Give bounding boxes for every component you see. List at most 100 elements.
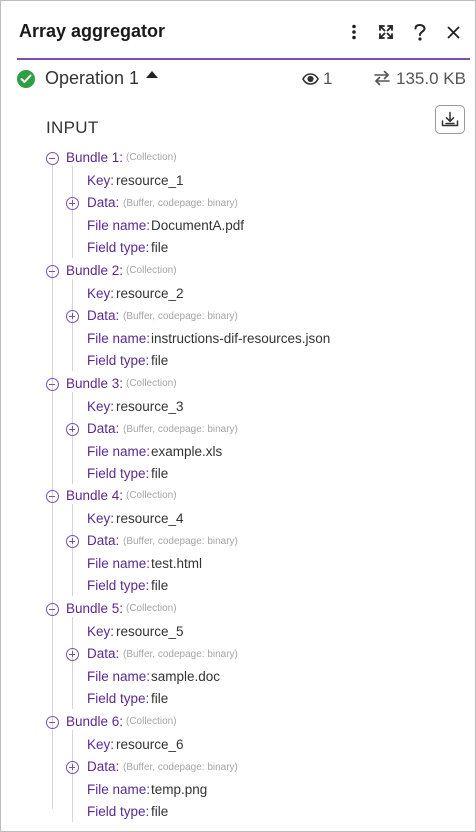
file-name-label: File name: — [87, 782, 151, 797]
bundle-type: (Collection) — [126, 152, 177, 163]
file-name-value: example.xls — [151, 444, 223, 459]
bundle-5: Bundle 5: (Collection) Key: resource_5 D… — [1, 601, 476, 716]
data-label[interactable]: Data: — [87, 533, 120, 548]
field-type-label: Field type: — [87, 804, 150, 819]
download-button[interactable] — [435, 105, 465, 134]
input-section-title: INPUT — [46, 118, 99, 137]
panel-header: Array aggregator — [2, 2, 476, 60]
field-type-label: Field type: — [87, 353, 150, 368]
data-label[interactable]: Data: — [87, 308, 120, 323]
key-label: Key: — [87, 737, 115, 752]
field-type-value: file — [151, 578, 169, 593]
bundle-label[interactable]: Bundle 6: — [66, 714, 124, 729]
field-type-value: file — [151, 691, 169, 706]
bundle-label[interactable]: Bundle 5: — [66, 601, 124, 616]
data-type: (Buffer, codepage: binary) — [123, 311, 238, 322]
field-type-value: file — [151, 804, 169, 819]
download-icon — [441, 111, 459, 127]
data-type: (Buffer, codepage: binary) — [123, 198, 238, 209]
data-label[interactable]: Data: — [87, 759, 120, 774]
collapse-minus-icon[interactable] — [46, 152, 59, 165]
field-type-label: Field type: — [87, 578, 150, 593]
file-name-value: DocumentA.pdf — [151, 218, 245, 233]
eye-icon — [302, 72, 319, 90]
bundle-type: (Collection) — [126, 603, 177, 614]
panel-title: Array aggregator — [19, 21, 166, 41]
bundle-guide-line — [72, 392, 73, 484]
file-name-value: temp.png — [151, 782, 208, 797]
file-name-label: File name: — [87, 444, 151, 459]
data-type: (Buffer, codepage: binary) — [123, 649, 238, 660]
collapse-minus-icon[interactable] — [46, 490, 59, 503]
tree-guide-line — [52, 164, 53, 809]
key-label: Key: — [87, 399, 115, 414]
transfer-arrows-icon — [373, 70, 391, 91]
collapse-minus-icon[interactable] — [46, 378, 59, 391]
collapse-minus-icon[interactable] — [46, 716, 59, 729]
operation-count: 1 — [323, 69, 333, 88]
field-type-label: Field type: — [87, 240, 150, 255]
field-type-value: file — [151, 240, 169, 255]
field-type-label: Field type: — [87, 466, 150, 481]
bundle-label[interactable]: Bundle 3: — [66, 376, 124, 391]
expand-icon[interactable] — [374, 19, 398, 45]
close-icon[interactable] — [441, 19, 465, 45]
key-value: resource_2 — [116, 286, 184, 301]
header-divider — [17, 58, 470, 60]
key-value: resource_3 — [116, 399, 184, 414]
file-name-value: test.html — [151, 556, 203, 571]
key-label: Key: — [87, 173, 115, 188]
success-check-icon — [17, 70, 35, 88]
operation-row[interactable]: Operation 1 1 135.0 KB — [2, 61, 476, 97]
bundle-guide-line — [72, 730, 73, 822]
key-value: resource_4 — [116, 511, 184, 526]
field-type-value: file — [151, 466, 169, 481]
bundle-1: Bundle 1: (Collection) Key: resource_1 D… — [1, 150, 476, 265]
bundle-label[interactable]: Bundle 2: — [66, 263, 124, 278]
operation-label[interactable]: Operation 1 — [45, 68, 140, 88]
expand-plus-icon[interactable] — [66, 761, 79, 774]
key-value: resource_6 — [116, 737, 184, 752]
bundle-guide-line — [72, 617, 73, 709]
file-name-label: File name: — [87, 331, 151, 346]
bundle-type: (Collection) — [126, 265, 177, 276]
bundle-4: Bundle 4: (Collection) Key: resource_4 D… — [1, 488, 476, 603]
bundle-label[interactable]: Bundle 4: — [66, 488, 124, 503]
bundle-guide-line — [72, 504, 73, 596]
field-type-value: file — [151, 353, 169, 368]
bundle-type: (Collection) — [126, 378, 177, 389]
file-name-value: sample.doc — [151, 669, 221, 684]
expand-plus-icon[interactable] — [66, 648, 79, 661]
data-label[interactable]: Data: — [87, 195, 120, 210]
key-label: Key: — [87, 286, 115, 301]
caret-up-icon[interactable] — [146, 71, 158, 78]
key-label: Key: — [87, 511, 115, 526]
file-name-label: File name: — [87, 218, 151, 233]
key-value: resource_1 — [116, 173, 184, 188]
bundle-type: (Collection) — [126, 490, 177, 501]
help-icon[interactable] — [408, 19, 432, 45]
data-label[interactable]: Data: — [87, 421, 120, 436]
data-label[interactable]: Data: — [87, 646, 120, 661]
collapse-minus-icon[interactable] — [46, 603, 59, 616]
data-type: (Buffer, codepage: binary) — [123, 536, 238, 547]
bundle-2: Bundle 2: (Collection) Key: resource_2 D… — [1, 263, 476, 378]
expand-plus-icon[interactable] — [66, 423, 79, 436]
bundle-3: Bundle 3: (Collection) Key: resource_3 D… — [1, 376, 476, 491]
expand-plus-icon[interactable] — [66, 535, 79, 548]
bundle-guide-line — [72, 279, 73, 371]
more-vertical-icon[interactable] — [342, 19, 366, 45]
bundle-6: Bundle 6: (Collection) Key: resource_6 D… — [1, 714, 476, 829]
expand-plus-icon[interactable] — [66, 310, 79, 323]
key-label: Key: — [87, 624, 115, 639]
bundle-guide-line — [72, 166, 73, 258]
bundle-label[interactable]: Bundle 1: — [66, 150, 124, 165]
collapse-minus-icon[interactable] — [46, 265, 59, 278]
data-type: (Buffer, codepage: binary) — [123, 762, 238, 773]
file-name-label: File name: — [87, 669, 151, 684]
bundle-type: (Collection) — [126, 716, 177, 727]
expand-plus-icon[interactable] — [66, 197, 79, 210]
file-name-value: instructions-dif-resources.json — [151, 331, 331, 346]
file-name-label: File name: — [87, 556, 151, 571]
